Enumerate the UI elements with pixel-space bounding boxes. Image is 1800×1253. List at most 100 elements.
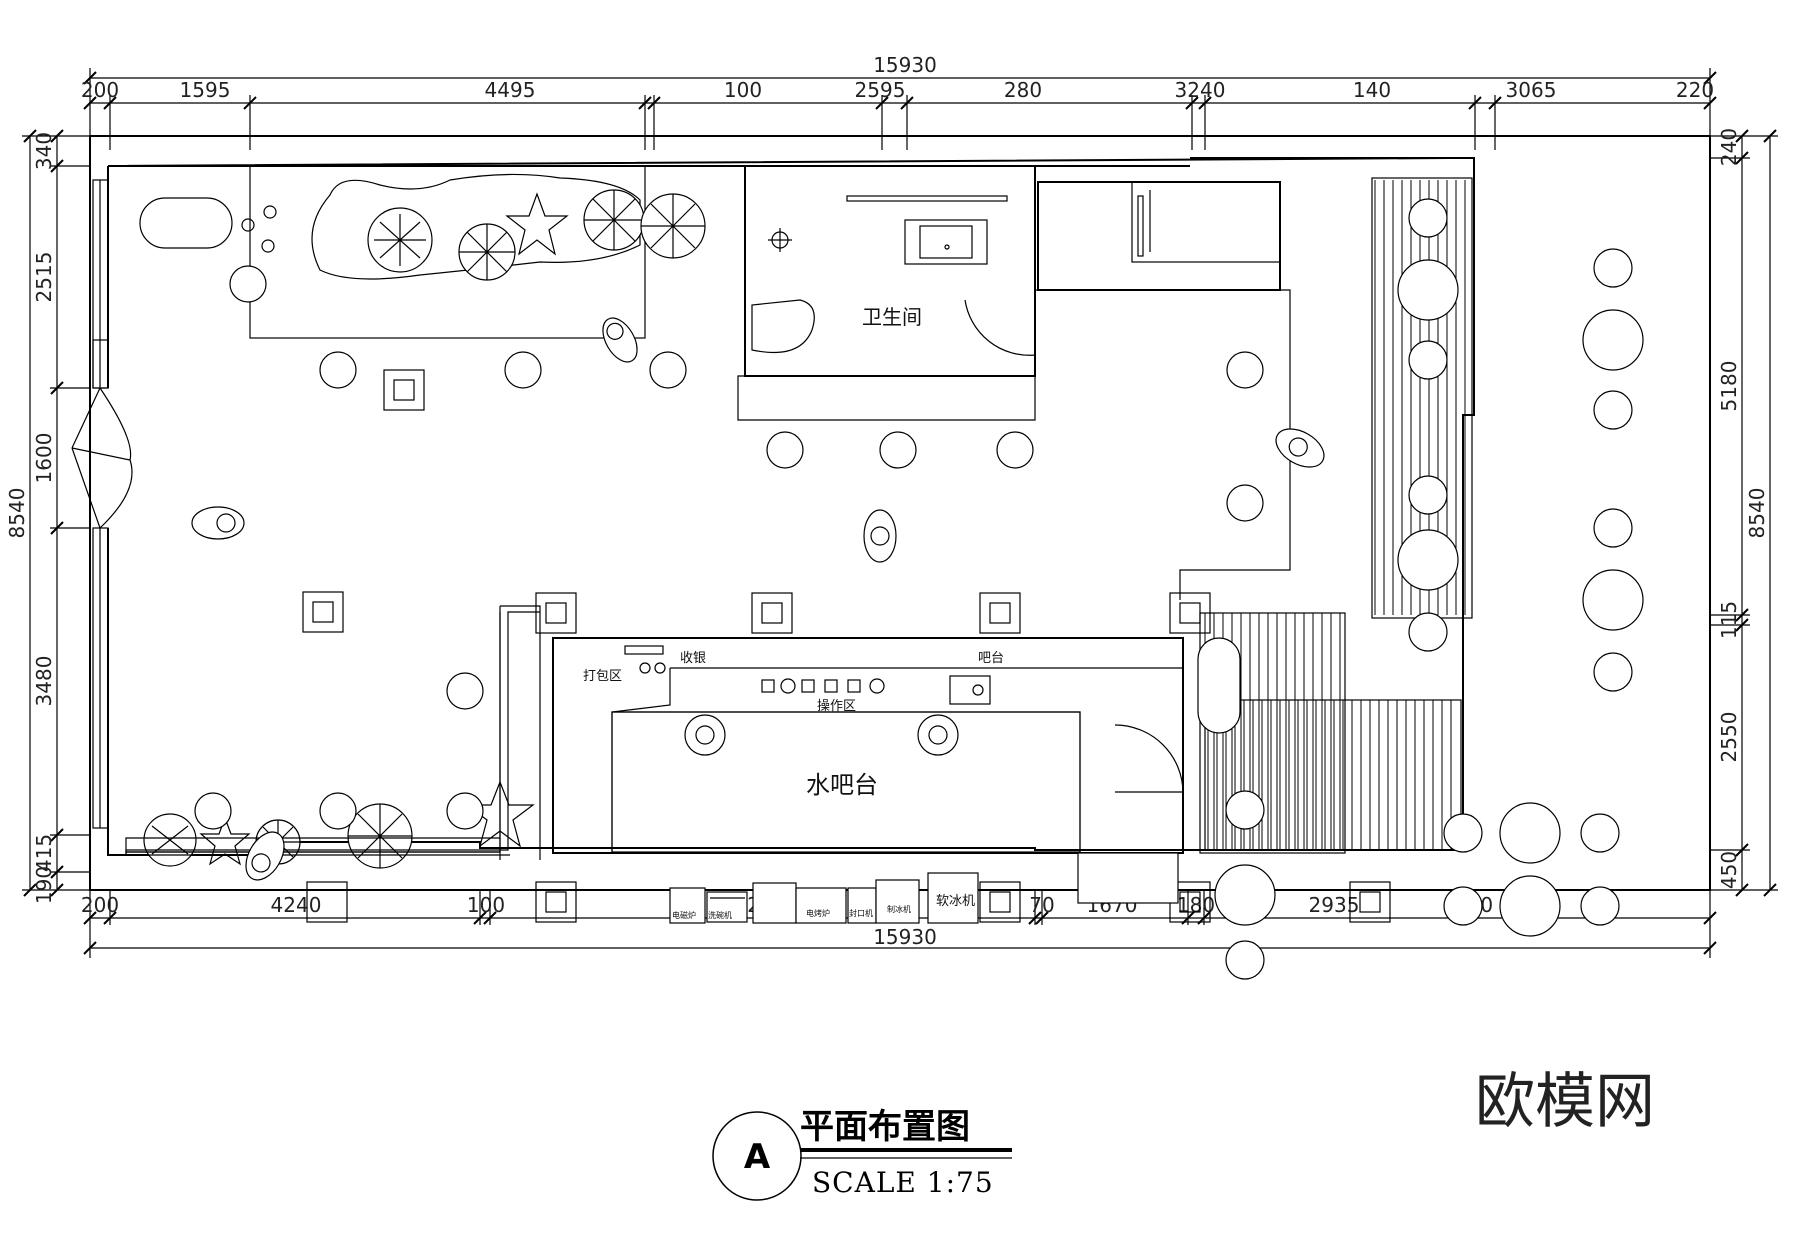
- drawing-badge: A: [744, 1137, 771, 1177]
- equipment-labels: 电磁炉 洗碗机 电烤炉 封口机 制冰机 软冰机: [672, 894, 975, 920]
- patio-chair: [1593, 652, 1633, 692]
- dim-top-segment: 140: [1353, 78, 1391, 102]
- column: [535, 881, 577, 923]
- restroom-label: 卫生间: [862, 305, 922, 329]
- dim-bottom-segment: 100: [467, 893, 505, 917]
- dim-right-segment: 450: [1717, 851, 1741, 889]
- patio-chair: [1593, 248, 1633, 288]
- patio-table: [1397, 529, 1459, 591]
- tree-icon: [199, 816, 251, 866]
- person-icon: [191, 506, 245, 540]
- patio-table: [1499, 875, 1561, 937]
- person-icon: [1275, 428, 1325, 468]
- equipment-label: 软冰机: [936, 894, 975, 909]
- dim-top-segment: 200: [81, 78, 119, 102]
- bar-counter-label: 吧台: [978, 651, 1004, 666]
- dim-bottom-segment: 4240: [271, 893, 322, 917]
- patio-chair: [1225, 790, 1265, 830]
- patio-table: [1499, 802, 1561, 864]
- patio-table: [1582, 569, 1644, 631]
- column: [302, 591, 344, 633]
- dim-left-segments: 340 2515 1600 3480 415 190: [32, 132, 56, 904]
- bathtub-fixture: [139, 197, 277, 253]
- dim-top-segment: 100: [724, 78, 762, 102]
- operation-area-label: 操作区: [817, 698, 856, 714]
- partition-walls: [125, 289, 1291, 860]
- column: [1349, 881, 1391, 923]
- dim-right-total: 8540: [1745, 488, 1769, 539]
- tree-icon: [505, 192, 569, 256]
- water-bar-counter: [552, 637, 1184, 854]
- watermark-logo: 欧模网: [1475, 1067, 1655, 1137]
- equipment-label: 制冰机: [887, 904, 911, 914]
- columns: [302, 369, 1391, 923]
- column: [979, 592, 1021, 634]
- dim-left-segment: 415: [32, 834, 56, 872]
- dim-left-segment: 190: [32, 866, 56, 904]
- top-planter-area: [249, 165, 646, 339]
- dim-bottom-segment: 70: [1029, 893, 1054, 917]
- dim-top-total: 15930: [873, 53, 937, 77]
- patio-chair: [1580, 886, 1620, 926]
- entry-double-door: [71, 387, 133, 529]
- patio-chair: [1408, 340, 1448, 380]
- person-icon: [863, 509, 897, 563]
- cashier-label: 收银: [680, 651, 706, 666]
- dim-top-segments: 200 1595 4495 100 2595 280 3240 140 3065…: [81, 78, 1714, 102]
- water-bar-label: 水吧台: [806, 771, 878, 799]
- dim-right-segment: 115: [1717, 601, 1741, 639]
- dim-top-segment: 2595: [855, 78, 906, 102]
- tree-icon: [367, 207, 433, 273]
- drawing-title: 平面布置图: [800, 1107, 970, 1147]
- patio-table: [1397, 259, 1459, 321]
- patio-chair: [1593, 390, 1633, 430]
- dim-left-segment: 340: [32, 132, 56, 170]
- person-icon: [917, 714, 959, 756]
- equipment-label: 洗碗机: [708, 910, 732, 920]
- dim-top-segment: 280: [1004, 78, 1042, 102]
- dim-bottom-segment: 200: [81, 893, 119, 917]
- exterior-walls: [89, 135, 1711, 891]
- patio-chair: [1408, 612, 1448, 652]
- l-shaped-bench: [125, 611, 540, 855]
- top-dimension-lines: [83, 68, 1717, 160]
- dim-left-segment: 2515: [32, 252, 56, 303]
- window-left: [92, 179, 109, 829]
- patio-chair: [1580, 813, 1620, 853]
- outdoor-bench: [1197, 637, 1241, 734]
- utility-room: [1037, 181, 1281, 291]
- equipment-label: 电磁炉: [672, 910, 696, 920]
- person-icon: [602, 317, 638, 363]
- dim-top-segment: 220: [1676, 78, 1714, 102]
- patio-table: [1582, 309, 1644, 371]
- column: [979, 881, 1021, 923]
- back-equipment: [669, 852, 1179, 924]
- tree-icon: [458, 223, 516, 281]
- tree-icon: [143, 813, 197, 867]
- dim-top-segment: 1595: [180, 78, 231, 102]
- dim-left-segment: 1600: [32, 433, 56, 484]
- dim-bottom-segment: 2935: [1309, 893, 1360, 917]
- counter-equipment-icons: [624, 645, 991, 705]
- equipment-label: 封口机: [849, 908, 873, 918]
- drawing-scale: SCALE 1:75: [812, 1166, 994, 1199]
- patio-chair: [1443, 813, 1483, 853]
- title-block: [712, 1111, 1012, 1201]
- dim-top-segment: 3240: [1175, 78, 1226, 102]
- floor-drain-icon: [768, 228, 792, 252]
- dim-bottom-segment: 180: [1177, 893, 1215, 917]
- column: [751, 592, 793, 634]
- column: [383, 369, 425, 411]
- tree-icon: [347, 803, 413, 869]
- dim-right-segments: 240 5180 115 2550 450: [1717, 128, 1741, 889]
- dim-bottom-total: 15930: [873, 925, 937, 949]
- patio-tables: [1214, 198, 1644, 980]
- column: [535, 592, 577, 634]
- round-stools: [194, 265, 1264, 830]
- dim-right-segment: 5180: [1717, 361, 1741, 412]
- dim-left-segment: 3480: [32, 656, 56, 707]
- tree-icon: [583, 189, 645, 251]
- patio-chair: [1593, 508, 1633, 548]
- dim-top-segment: 3065: [1506, 78, 1557, 102]
